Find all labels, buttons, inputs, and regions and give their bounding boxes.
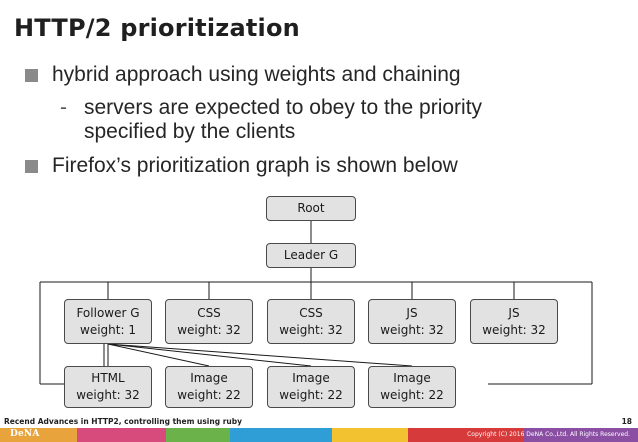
- graph-node-js-1: JS weight: 32: [368, 299, 456, 344]
- edge-follower-image-2: [107, 343, 312, 367]
- bullet-firefox-graph: Firefox’s prioritization graph is shown …: [25, 154, 458, 178]
- node-weight: weight: 22: [279, 388, 343, 402]
- page-number: 18: [621, 417, 632, 426]
- node-weight: weight: 32: [76, 388, 140, 402]
- stripe-segment: [0, 428, 77, 442]
- graph-node-image-3: Image weight: 22: [368, 366, 456, 408]
- node-label: CSS: [197, 305, 221, 320]
- stripe-segment: [523, 428, 638, 442]
- footer-presentation-title: Recend Advances in HTTP2, controlling th…: [4, 417, 242, 426]
- node-label: Follower G: [76, 305, 140, 320]
- node-label: Image: [190, 371, 228, 385]
- stripe-segment: [331, 428, 409, 442]
- slide-title: HTTP/2 prioritization: [14, 14, 300, 42]
- graph-node-image-1: Image weight: 22: [165, 366, 253, 408]
- node-label: Image: [393, 371, 431, 385]
- graph-node-leader-g: Leader G: [266, 243, 356, 268]
- node-weight: weight: 1: [80, 322, 136, 337]
- graph-node-html: HTML weight: 32: [64, 366, 152, 408]
- graph-node-css-2: CSS weight: 32: [267, 299, 355, 344]
- dash-bullet-icon: -: [60, 96, 67, 119]
- node-label: Leader G: [283, 248, 339, 262]
- bullet-text: hybrid approach using weights and chaini…: [52, 63, 461, 86]
- node-weight: weight: 32: [177, 322, 241, 337]
- sub-bullet-servers: - servers are expected to obey to the pr…: [60, 96, 604, 144]
- graph-node-image-2: Image weight: 22: [267, 366, 355, 408]
- node-label: JS: [508, 305, 520, 320]
- stripe-segment: [229, 428, 332, 442]
- copyright-notice: Copyright (C) 2016 DeNA Co.,Ltd. All Rig…: [467, 431, 630, 438]
- node-label: HTML: [91, 371, 125, 385]
- edge-follower-image-1: [107, 343, 210, 367]
- node-weight: weight: 32: [279, 322, 343, 337]
- graph-node-follower-g: Follower G weight: 1: [64, 299, 152, 344]
- sub-bullet-line-2: specified by the clients: [84, 120, 296, 143]
- edge-follower-image-3: [107, 343, 413, 367]
- node-weight: weight: 32: [380, 322, 444, 337]
- node-weight: weight: 22: [177, 388, 241, 402]
- node-label: JS: [406, 305, 418, 320]
- bullet-weights-chaining: hybrid approach using weights and chaini…: [25, 63, 461, 87]
- node-label: Image: [292, 371, 330, 385]
- bullet-text: Firefox’s prioritization graph is shown …: [52, 154, 458, 177]
- graph-node-root: Root: [266, 196, 356, 221]
- sub-bullet-line-1: servers are expected to obey to the prio…: [84, 96, 483, 119]
- stripe-segment: [76, 428, 166, 442]
- node-label: Root: [297, 201, 325, 215]
- graph-node-js-2: JS weight: 32: [470, 299, 558, 344]
- dena-logo: DeNA: [10, 429, 40, 439]
- node-label: CSS: [299, 305, 323, 320]
- graph-node-css-1: CSS weight: 32: [165, 299, 253, 344]
- square-bullet-icon: [25, 160, 38, 173]
- node-weight: weight: 32: [482, 322, 546, 337]
- footer-color-stripe: [0, 428, 638, 442]
- square-bullet-icon: [25, 69, 38, 82]
- stripe-segment: [408, 428, 524, 442]
- stripe-segment: [165, 428, 230, 442]
- node-weight: weight: 22: [380, 388, 444, 402]
